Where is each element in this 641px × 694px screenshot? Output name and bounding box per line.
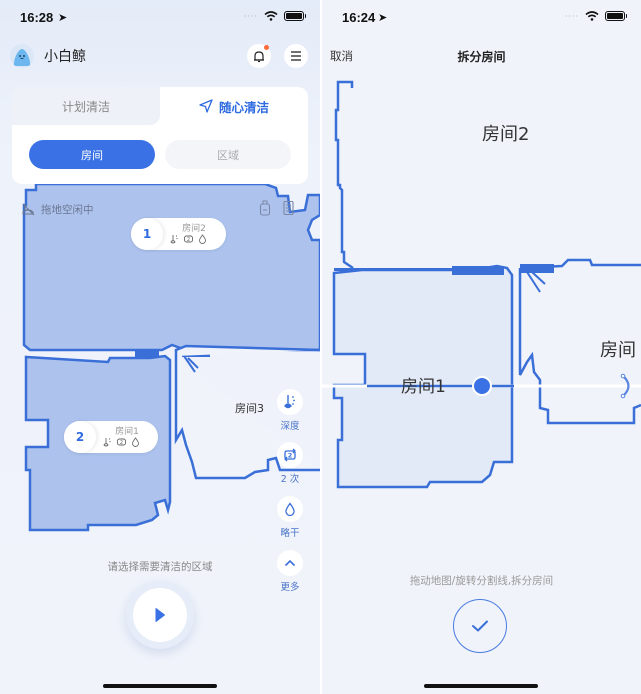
tab-scheduled-clean[interactable]: 计划清洁: [12, 87, 160, 125]
water-drop-icon: [285, 501, 295, 516]
room2-label: 房间2: [482, 124, 530, 145]
signal-icon: ····: [243, 11, 258, 21]
svg-text:2: 2: [187, 237, 190, 243]
whale-mascot-icon: [13, 49, 31, 66]
wifi-icon: [264, 11, 278, 21]
app-name: 小白鲸: [44, 49, 86, 65]
notification-button[interactable]: [247, 44, 271, 68]
mop-status-text: 拖地空闲中: [41, 204, 94, 216]
start-clean-button[interactable]: [126, 581, 194, 649]
panel-divider: [320, 0, 322, 694]
dust-bin-icon: [283, 200, 294, 216]
battery-icon: [284, 11, 306, 21]
side-label: 更多: [280, 582, 300, 593]
right-screen: 16:24 ➤ ···· 拆分房间 取消 房间2 房间1 房间 拖动地图/旋转分…: [322, 0, 641, 694]
wifi-icon: [585, 11, 599, 21]
avatar[interactable]: [10, 44, 34, 68]
room-name: 房间2: [182, 224, 206, 234]
side-label: 深度: [280, 421, 300, 432]
tab-label: 计划清洁: [61, 99, 110, 114]
segment-room[interactable]: 房间: [29, 140, 155, 169]
room-order-badge: 1: [131, 218, 163, 250]
left-screen: 16:28 ➤ ···· 小白鲸 计划清洁 随心清洁 房间 区域: [0, 0, 320, 694]
room-pill-room2[interactable]: 1 房间2 2: [131, 218, 226, 250]
clean-mode-card: 计划清洁 随心清洁 房间 区域: [12, 87, 308, 184]
side-label: 2 次: [280, 474, 300, 485]
location-arrow-icon: ➤: [378, 11, 388, 24]
split-line-handle[interactable]: [472, 376, 492, 396]
rotate-handle-icon: [622, 375, 630, 397]
send-icon: [199, 99, 213, 113]
status-time: 16:28: [20, 10, 54, 25]
depth-icon: [103, 438, 111, 447]
clean-times-button[interactable]: 2 2 次: [276, 442, 304, 485]
home-indicator: [103, 684, 217, 688]
more-button[interactable]: 更多: [276, 550, 304, 593]
menu-icon: [291, 51, 301, 61]
battery-icon: [605, 11, 627, 21]
tab-label: 随心清洁: [218, 99, 269, 115]
suction-depth-button[interactable]: 深度: [276, 389, 304, 432]
repeat-icon: 2: [284, 448, 296, 462]
split-hint: 拖动地图/旋转分割线,拆分房间: [409, 575, 554, 587]
repeat-icon: 2: [184, 235, 193, 243]
water-icon: [131, 437, 140, 447]
room3-label[interactable]: 房间3: [235, 402, 264, 415]
mop-status: 拖地空闲中: [22, 202, 94, 217]
room-pill-room1[interactable]: 2 房间1 2: [64, 421, 158, 453]
home-indicator: [424, 684, 538, 688]
water-level-button[interactable]: 略干: [276, 496, 304, 539]
water-tank-icon: [259, 200, 271, 216]
tab-free-clean[interactable]: 随心清洁: [160, 87, 308, 125]
depth-icon: [284, 395, 295, 409]
status-bar: 16:24 ➤ ····: [322, 0, 641, 36]
side-label: 略干: [280, 528, 300, 539]
page-title: 拆分房间: [457, 50, 506, 64]
room3-label: 房间: [600, 340, 636, 361]
signal-icon: ····: [564, 11, 579, 21]
room-name: 房间1: [115, 427, 139, 437]
location-arrow-icon: ➤: [58, 11, 68, 24]
room1-label: 房间1: [401, 377, 446, 397]
cancel-button[interactable]: 取消: [330, 49, 353, 63]
repeat-icon: 2: [117, 438, 126, 446]
svg-text:2: 2: [288, 452, 293, 460]
segment-area[interactable]: 区域: [165, 140, 291, 169]
svg-text:2: 2: [120, 440, 123, 446]
chevron-up-icon: [284, 559, 296, 567]
menu-button[interactable]: [284, 44, 308, 68]
bell-icon: [254, 50, 264, 62]
play-icon: [155, 608, 165, 622]
room-order-badge: 2: [64, 421, 96, 453]
split-floor-map[interactable]: [322, 0, 641, 694]
status-time: 16:24: [342, 10, 376, 25]
mop-idle-icon: [22, 203, 35, 216]
status-bar: 16:28 ➤ ····: [0, 0, 320, 36]
check-icon: [472, 620, 488, 632]
notification-dot: [264, 45, 269, 50]
select-area-hint: 请选择需要清洁的区域: [107, 561, 213, 573]
water-icon: [198, 234, 207, 244]
app-header: 小白鲸: [10, 40, 310, 72]
depth-icon: [170, 235, 178, 244]
confirm-split-button[interactable]: [453, 599, 507, 653]
